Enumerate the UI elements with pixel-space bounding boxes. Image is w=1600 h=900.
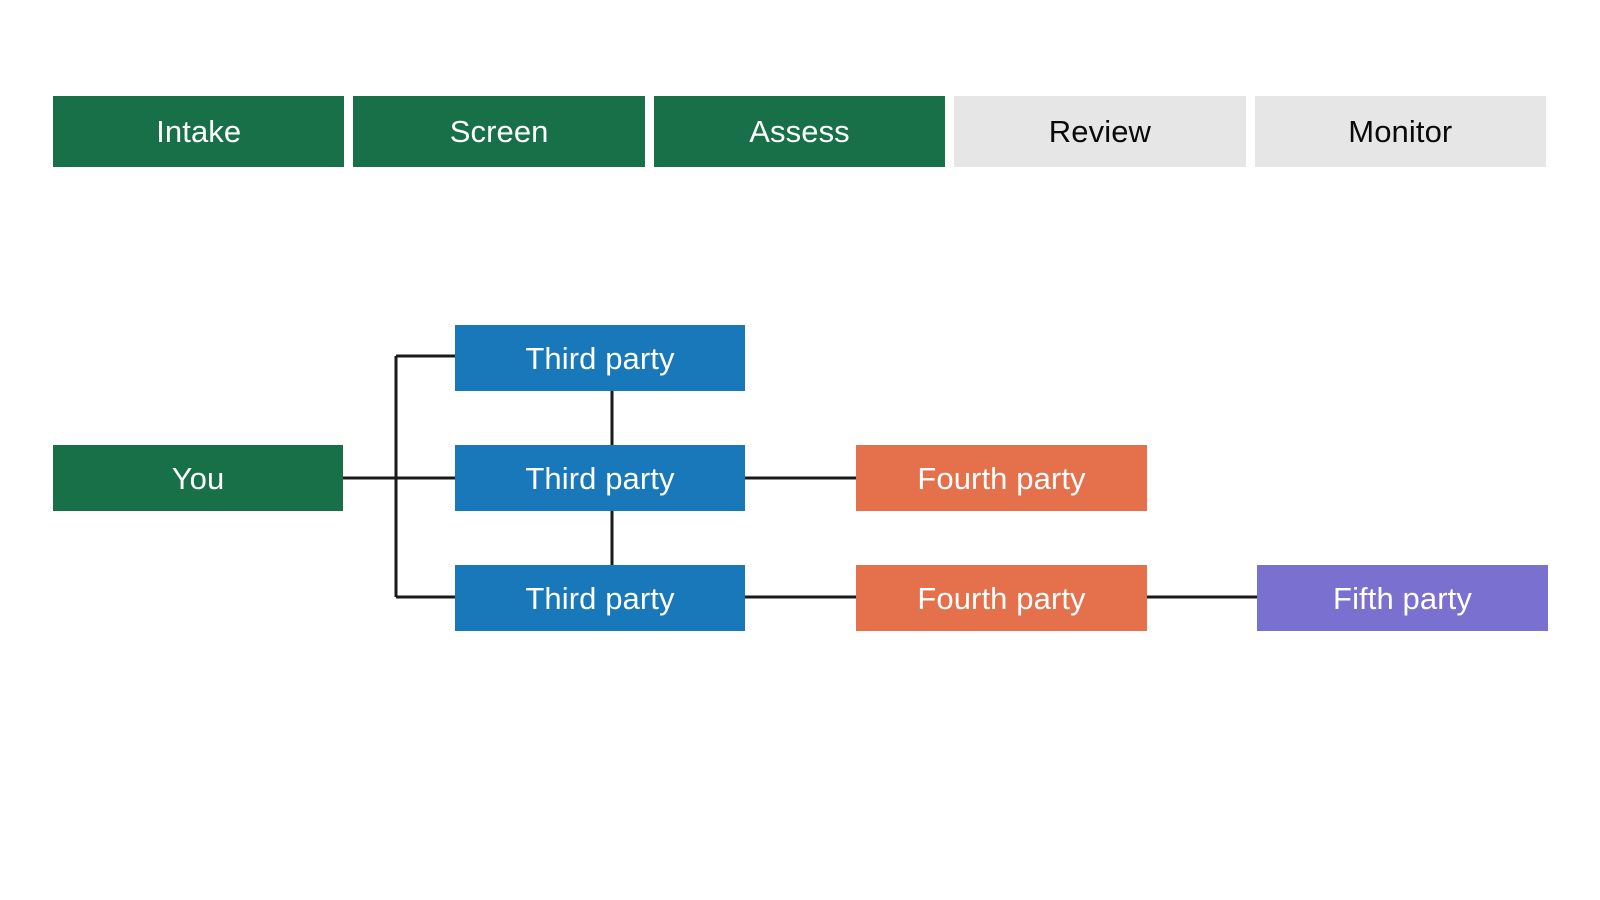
stage-chip-screen[interactable]: Screen (353, 96, 645, 167)
stage-chip-label: Intake (156, 114, 242, 149)
node-third-party-2[interactable]: Third party (455, 445, 745, 511)
node-fourth-party-1[interactable]: Fourth party (856, 445, 1147, 511)
lifecycle-stage-row: Intake Screen Assess Review Monitor (53, 96, 1547, 167)
stage-chip-label: Monitor (1348, 114, 1453, 149)
node-label: Fourth party (917, 580, 1086, 616)
node-label: Third party (525, 340, 675, 376)
node-label: You (171, 460, 225, 496)
stage-chip-assess[interactable]: Assess (653, 96, 946, 167)
node-label: Fifth party (1333, 580, 1472, 616)
stage-chip-label: Review (1048, 114, 1152, 149)
node-fourth-party-2[interactable]: Fourth party (856, 565, 1147, 631)
stage-chip-review[interactable]: Review (954, 96, 1246, 167)
stage-chip-intake[interactable]: Intake (53, 96, 345, 167)
stage-chip-label: Assess (749, 114, 850, 149)
node-third-party-1[interactable]: Third party (455, 325, 745, 391)
node-label: Third party (525, 580, 675, 616)
node-you[interactable]: You (53, 445, 343, 511)
stage-chip-monitor[interactable]: Monitor (1254, 96, 1547, 167)
node-label: Third party (525, 460, 675, 496)
stage-chip-label: Screen (449, 114, 549, 149)
node-fifth-party[interactable]: Fifth party (1257, 565, 1548, 631)
node-label: Fourth party (917, 460, 1086, 496)
node-third-party-3[interactable]: Third party (455, 565, 745, 631)
